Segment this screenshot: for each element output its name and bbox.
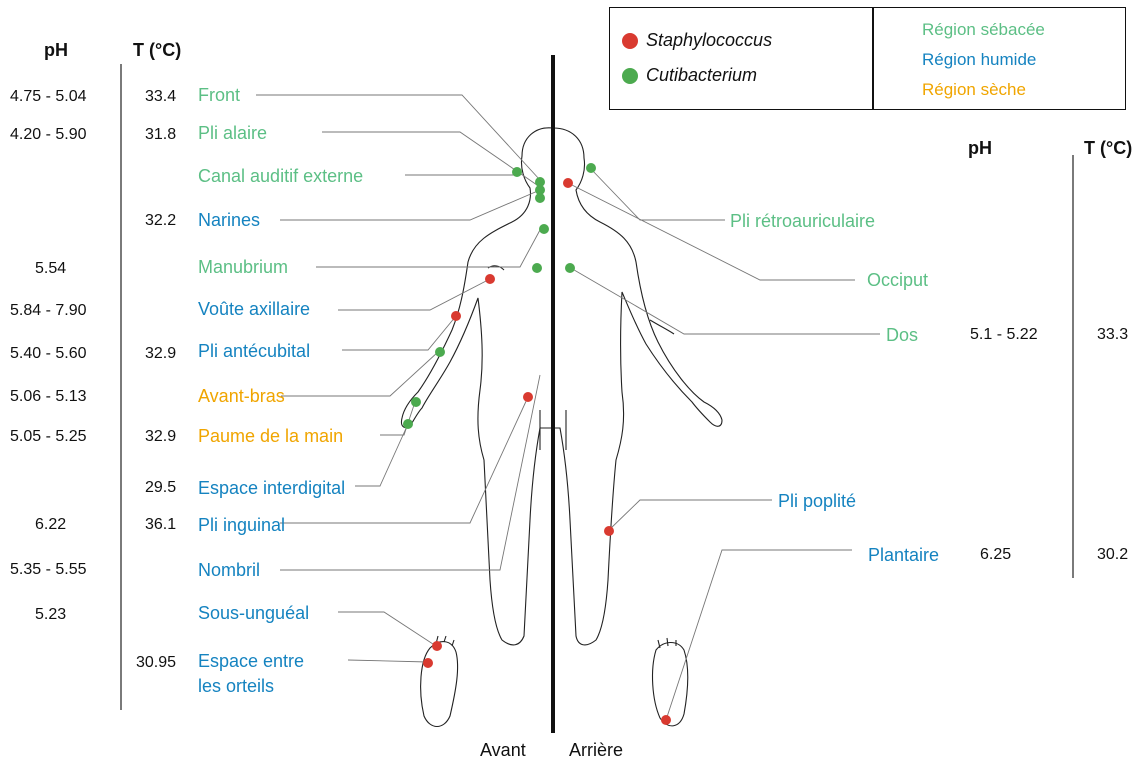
cutibacterium-legend-label: Cutibacterium — [646, 65, 757, 86]
site-espace-orteils-line2: les orteils — [198, 675, 274, 697]
dot-cuti-nose — [535, 193, 545, 203]
front-foot-outline — [421, 642, 458, 727]
dot-cuti-palm — [403, 419, 413, 429]
ph-plantaire: 6.25 — [980, 546, 1011, 564]
site-pli-antecubital: Pli antécubital — [198, 340, 310, 362]
dot-cuti-retroauricular — [586, 163, 596, 173]
front-side-label: Avant — [480, 740, 526, 761]
left-ph-header: pH — [44, 40, 68, 61]
ph-sous-ungueal: 5.23 — [35, 606, 66, 624]
site-pli-retroauriculaire: Pli rétroauriculaire — [730, 210, 875, 232]
t-front: 33.4 — [145, 88, 176, 106]
site-pli-alaire: Pli alaire — [198, 122, 267, 144]
ph-paume: 5.05 - 5.25 — [10, 428, 87, 446]
dot-staph-plantar — [661, 715, 671, 725]
ph-pli-inguinal: 6.22 — [35, 516, 66, 534]
dot-cuti-chest — [532, 263, 542, 273]
t-pli-alaire: 31.8 — [145, 126, 176, 144]
region-seche-legend: Région sèche — [922, 80, 1026, 100]
dot-staph-occiput — [563, 178, 573, 188]
site-avant-bras: Avant-bras — [198, 385, 285, 407]
dot-staph-popliteal — [604, 526, 614, 536]
site-manubrium: Manubrium — [198, 256, 288, 278]
t-pli-inguinal: 36.1 — [145, 516, 176, 534]
dot-cuti-ear — [512, 167, 522, 177]
site-narines: Narines — [198, 209, 260, 231]
site-occiput: Occiput — [867, 269, 928, 291]
site-espace-orteils: Espace entre — [198, 650, 304, 672]
site-plantaire: Plantaire — [868, 544, 939, 566]
t-dos: 33.3 — [1097, 326, 1128, 344]
staphylococcus-legend-dot — [622, 33, 638, 49]
ph-dos: 5.1 - 5.22 — [970, 326, 1038, 344]
right-ph-header: pH — [968, 138, 992, 159]
dot-staph-arm — [451, 311, 461, 321]
t-pli-antecubital: 32.9 — [145, 345, 176, 363]
site-front: Front — [198, 84, 240, 106]
staphylococcus-legend-label: Staphylococcus — [646, 30, 772, 51]
t-narines: 32.2 — [145, 212, 176, 230]
site-voute-axillaire: Voûte axillaire — [198, 298, 310, 320]
legend-divider — [872, 8, 874, 109]
dot-cuti-antecubital — [435, 347, 445, 357]
ph-voute-axillaire: 5.84 - 7.90 — [10, 302, 87, 320]
left-t-header: T (°C) — [133, 40, 181, 61]
ph-avant-bras: 5.06 - 5.13 — [10, 388, 87, 406]
cutibacterium-legend-dot — [622, 68, 638, 84]
t-paume: 32.9 — [145, 428, 176, 446]
back-foot-outline — [653, 643, 688, 726]
back-side-label: Arrière — [569, 740, 623, 761]
region-humide-legend: Région humide — [922, 50, 1036, 70]
ph-manubrium: 5.54 — [35, 260, 66, 278]
dot-staph-axilla — [485, 274, 495, 284]
ph-nombril: 5.35 - 5.55 — [10, 561, 87, 579]
site-dos: Dos — [886, 324, 918, 346]
site-pli-inguinal: Pli inguinal — [198, 514, 285, 536]
back-body-outline — [553, 128, 722, 645]
ph-front: 4.75 - 5.04 — [10, 88, 87, 106]
dot-cuti-manubrium — [539, 224, 549, 234]
site-pli-poplite: Pli poplité — [778, 490, 856, 512]
t-plantaire: 30.2 — [1097, 546, 1128, 564]
site-espace-interdigital: Espace interdigital — [198, 477, 345, 499]
t-espace-orteils: 30.95 — [136, 654, 176, 672]
front-body-outline — [401, 128, 553, 645]
dot-staph-toes — [423, 658, 433, 668]
dot-cuti-forearm — [411, 397, 421, 407]
t-espace-interdigital: 29.5 — [145, 479, 176, 497]
dot-cuti-back — [565, 263, 575, 273]
dot-staph-subungual — [432, 641, 442, 651]
dot-staph-navel — [523, 392, 533, 402]
site-canal-auditif: Canal auditif externe — [198, 165, 363, 187]
right-t-header: T (°C) — [1084, 138, 1132, 159]
site-nombril: Nombril — [198, 559, 260, 581]
ph-pli-alaire: 4.20 - 5.90 — [10, 126, 87, 144]
legend-box: Staphylococcus Cutibacterium Région séba… — [609, 7, 1126, 110]
site-sous-ungueal: Sous-unguéal — [198, 602, 309, 624]
region-sebacee-legend: Région sébacée — [922, 20, 1045, 40]
ph-pli-antecubital: 5.40 - 5.60 — [10, 345, 87, 363]
site-paume: Paume de la main — [198, 425, 343, 447]
